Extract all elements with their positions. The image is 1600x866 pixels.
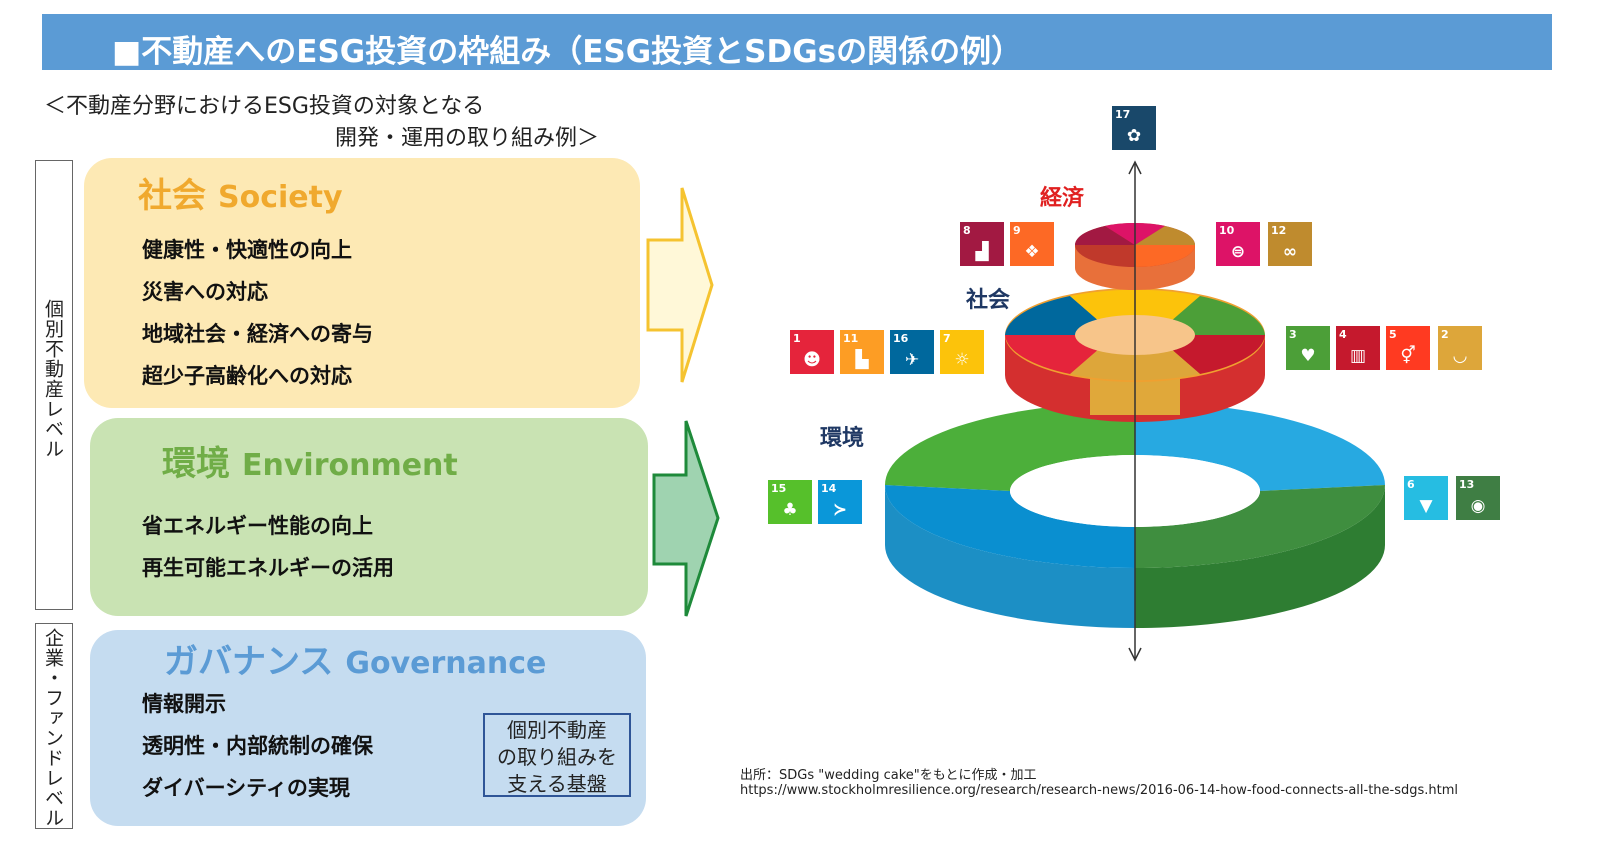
title-bar: ■不動産へのESG投資の枠組み（ESG投資とSDGsの関係の例）: [42, 14, 1552, 70]
sdg-tile-1: 1☻: [790, 330, 834, 374]
sdg-tile-16: 16 ✈: [890, 330, 934, 374]
governance-item: ダイバーシティの実現: [142, 776, 350, 800]
sdg-tile-10: 10 ⊜: [1216, 222, 1260, 266]
heartbeat-icon: ♥: [1300, 346, 1316, 366]
page-title: ■不動産へのESG投資の枠組み（ESG投資とSDGsの関係の例）: [112, 34, 1023, 70]
sdg-tile-13: 13 ◉: [1456, 476, 1500, 520]
sdg-number: 1: [793, 332, 801, 345]
society-heading-en: Society: [218, 180, 343, 215]
governance-panel: ガバナンス Governance 情報開示 透明性・内部統制の確保 ダイバーシティ…: [90, 630, 646, 826]
society-cake-label: 社会: [966, 288, 1011, 313]
environment-heading-jp: 環境: [162, 444, 230, 484]
bowl-icon: ◡: [1453, 346, 1467, 366]
corporate-level-box: 企業・ファンドレベル: [35, 623, 73, 829]
economy-label: 経済: [1040, 186, 1085, 211]
source-url: https://www.stockholmresilience.org/rese…: [740, 783, 1459, 798]
sdg-number: 11: [843, 332, 859, 345]
society-item: 健康性・快適性の向上: [142, 238, 352, 262]
sdg-tile-2: 2◡: [1438, 326, 1482, 370]
environment-heading: 環境 Environment: [162, 436, 458, 485]
fish-icon: ≻: [832, 500, 848, 520]
society-item: 地域社会・経済への寄与: [142, 322, 373, 346]
governance-item: 透明性・内部統制の確保: [142, 734, 373, 758]
infinity-icon: ∞: [1282, 242, 1298, 262]
sdg-number: 3: [1289, 328, 1297, 341]
foundation-box: 個別不動産 の取り組みを 支える基盤: [483, 713, 631, 797]
family-icon: ☻: [803, 350, 821, 370]
sdg-tile-9: 9❖: [1010, 222, 1054, 266]
sdg-number: 15: [771, 482, 787, 495]
sdgs-wedding-cake: [885, 160, 1385, 662]
individual-level-box: 個別不動産レベル: [35, 160, 73, 610]
growth-chart-icon: ▟: [975, 242, 989, 262]
individual-level-label: 個別不動産レベル: [42, 299, 64, 459]
environment-heading-en: Environment: [242, 448, 458, 483]
environment-cake-label: 環境: [820, 426, 865, 451]
sdg-tile-8: 8▟: [960, 222, 1004, 266]
sdg-tile-3: 3♥: [1286, 326, 1330, 370]
foundation-box-line: 支える基盤: [507, 772, 607, 796]
corporate-level-label: 企業・ファンドレベル: [42, 628, 64, 828]
subtitle-line2: 開発・運用の取り組み例＞: [335, 126, 600, 151]
sdg-tile-12: 12 ∞: [1268, 222, 1312, 266]
sdg-tile-11: 11 ▙: [840, 330, 884, 374]
governance-heading-en: Governance: [345, 646, 547, 681]
subtitle-line1: ＜不動産分野におけるESG投資の対象となる: [44, 94, 485, 119]
sdg-number: 13: [1459, 478, 1475, 491]
society-heading-jp: 社会: [138, 176, 206, 216]
sdg-number: 16: [893, 332, 909, 345]
environment-arrow: [652, 420, 720, 617]
sdg-number: 4: [1339, 328, 1347, 341]
society-heading: 社会 Society: [138, 168, 343, 217]
sdg-tile-7: 7☼: [940, 330, 984, 374]
sdg-tile-17: 17 ✿: [1112, 106, 1156, 150]
city-icon: ▙: [855, 350, 869, 370]
environment-item: 再生可能エネルギーの活用: [142, 556, 394, 580]
gender-icon: ⚥: [1400, 346, 1416, 366]
dove-icon: ✈: [904, 350, 920, 370]
sdg-number: 10: [1219, 224, 1235, 237]
sdg-number: 9: [1013, 224, 1021, 237]
governance-heading: ガバナンス Governance: [164, 634, 546, 683]
sdg-number: 2: [1441, 328, 1449, 341]
society-item: 災害への対応: [142, 280, 268, 304]
biosphere-ring: [885, 402, 1385, 628]
sdg-number: 8: [963, 224, 971, 237]
governance-item: 情報開示: [142, 692, 226, 716]
sdg-number: 17: [1115, 108, 1131, 121]
sdg-number: 14: [821, 482, 837, 495]
society-arrow: [646, 187, 714, 383]
governance-heading-jp: ガバナンス: [164, 642, 334, 682]
sdg-tile-6: 6▼: [1404, 476, 1448, 520]
sdg-number: 7: [943, 332, 951, 345]
cubes-icon: ❖: [1024, 242, 1040, 262]
foundation-box-line: 個別不動産: [507, 718, 607, 742]
axis-arrow-up-icon: [1128, 160, 1142, 175]
equal-icon: ⊜: [1230, 242, 1246, 262]
water-drop-icon: ▼: [1419, 496, 1433, 516]
book-icon: ▥: [1349, 346, 1367, 366]
sdg-number: 6: [1407, 478, 1415, 491]
sdg-number: 5: [1389, 328, 1397, 341]
sdg-tile-4: 4▥: [1336, 326, 1380, 370]
sdg-tile-14: 14 ≻: [818, 480, 862, 524]
eye-globe-icon: ◉: [1470, 496, 1486, 516]
flower-icon: ✿: [1126, 126, 1142, 146]
axis-arrow-down-icon: [1128, 647, 1142, 662]
sun-icon: ☼: [954, 350, 970, 370]
sdg-number: 12: [1271, 224, 1287, 237]
environment-panel: 環境 Environment 省エネルギー性能の向上 再生可能エネルギーの活用: [90, 418, 648, 616]
sdg-tile-15: 15 ♣: [768, 480, 812, 524]
society-item: 超少子高齢化への対応: [142, 364, 352, 388]
source-line1: 出所：SDGs "wedding cake"をもとに作成・加工: [740, 768, 1037, 783]
foundation-box-line: の取り組みを: [497, 745, 617, 769]
sdg-tile-5: 5⚥: [1386, 326, 1430, 370]
tree-icon: ♣: [782, 500, 798, 520]
environment-item: 省エネルギー性能の向上: [142, 514, 373, 538]
